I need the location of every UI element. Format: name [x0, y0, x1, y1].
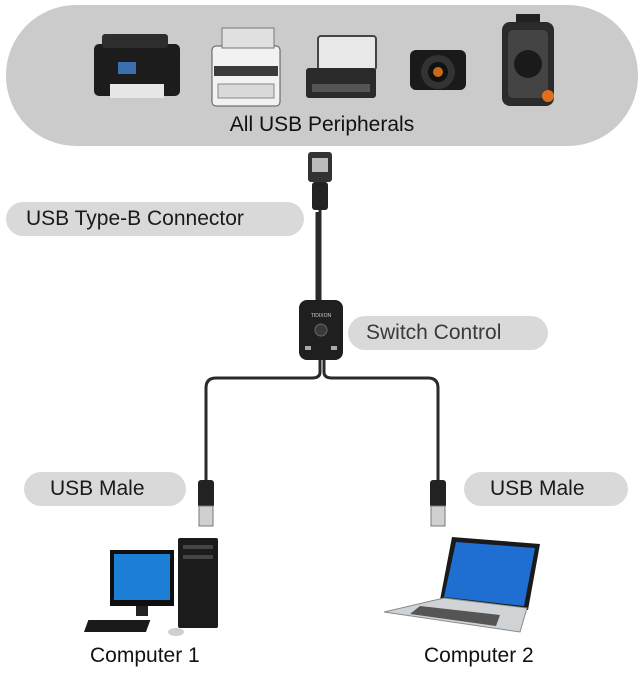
callout-connector: USB Type-B Connector — [6, 202, 304, 236]
callout-switch: Switch Control — [348, 316, 548, 350]
camera-icon — [410, 50, 466, 90]
usb-male-right — [430, 480, 446, 527]
callout-usb-male-left-label: USB Male — [50, 477, 145, 500]
callout-switch-label: Switch Control — [366, 321, 502, 344]
inkjet-printer-icon — [94, 34, 180, 98]
callout-usb-male-right: USB Male — [464, 472, 628, 506]
office-printer-icon — [211, 27, 281, 107]
switch-brand: TIDIXON — [311, 313, 332, 319]
callout-usb-male-right-label: USB Male — [490, 477, 585, 500]
peripherals-label: All USB Peripherals — [229, 113, 415, 136]
speaker-icon — [502, 14, 554, 106]
usb-type-b-connector — [308, 152, 332, 210]
switch-box: TIDIXON — [299, 300, 343, 360]
callout-connector-label: USB Type-B Connector — [26, 207, 244, 230]
computer-2-label: Computer 2 — [424, 644, 534, 667]
laptop-computer-icon — [383, 537, 540, 633]
callout-usb-male-left: USB Male — [24, 472, 186, 506]
desktop-computer-icon — [83, 538, 218, 636]
usb-male-left — [198, 480, 214, 527]
computer-1-label: Computer 1 — [90, 644, 200, 667]
scanner-icon — [306, 35, 377, 98]
usb-cable — [204, 210, 440, 484]
